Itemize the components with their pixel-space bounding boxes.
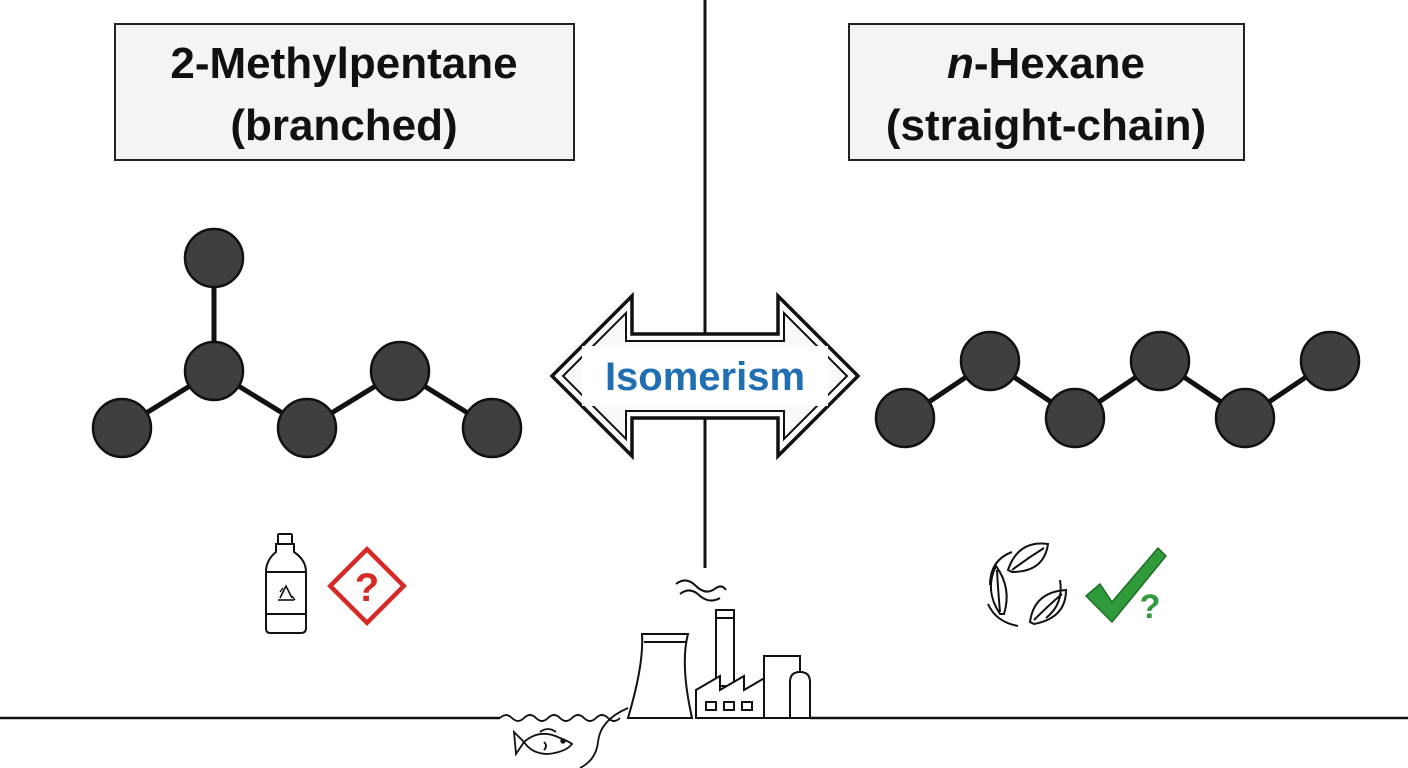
arrow-label-isomerism: Isomerism (605, 355, 805, 399)
carbon-atom (91, 397, 153, 459)
carbon-atom (1299, 330, 1361, 392)
hazard-question-mark: ? (355, 566, 379, 610)
water-wave-icon (499, 707, 629, 768)
carbon-atom (369, 340, 431, 402)
carbon-atom (959, 330, 1021, 392)
molecule-2-methylpentane (91, 227, 523, 459)
carbon-atom (183, 227, 245, 289)
carbon-atom (1044, 387, 1106, 449)
left-title-box: 2-Methylpentane (branched) (114, 23, 575, 161)
right-title-italic: n (947, 39, 974, 88)
atoms (91, 227, 523, 459)
fish-icon (512, 728, 574, 757)
molecule-n-hexane (874, 330, 1361, 449)
right-title-rest: -Hexane (974, 39, 1145, 88)
hazard-question-icon: ? (327, 546, 407, 626)
carbon-atom (183, 340, 245, 402)
carbon-atom (276, 397, 338, 459)
atoms (874, 330, 1361, 449)
checkmark-question-icon: ? (1085, 547, 1167, 626)
left-title-line2: (branched) (230, 101, 457, 150)
carbon-atom (1214, 387, 1276, 449)
carbon-atom (874, 387, 936, 449)
right-title-line1: n-Hexane (947, 39, 1145, 88)
right-title-box: n-Hexane (straight-chain) (848, 23, 1245, 161)
isomerism-double-arrow: Isomerism (549, 291, 861, 461)
leaf-recycle-icon (987, 542, 1068, 627)
check-question-mark: ? (1140, 588, 1161, 626)
factory-icon (626, 579, 811, 719)
carbon-atom (461, 397, 523, 459)
carbon-atom (1129, 330, 1191, 392)
right-title-line2: (straight-chain) (886, 101, 1206, 150)
left-title-line1: 2-Methylpentane (170, 39, 517, 88)
plastic-bottle-recycle-icon (265, 533, 307, 634)
